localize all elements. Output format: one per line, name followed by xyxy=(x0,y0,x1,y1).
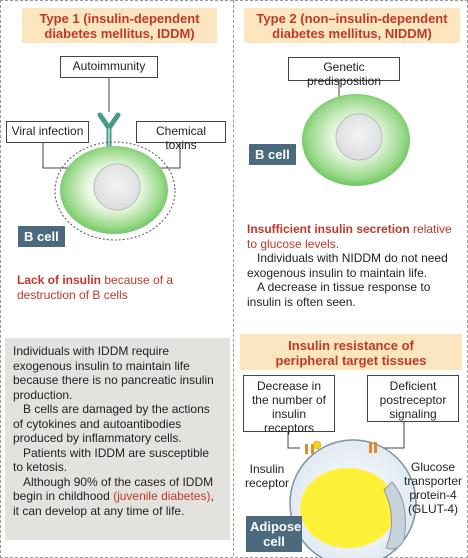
type1-title-line2: diabetes mellitus, IDDM) xyxy=(44,26,195,41)
type2-title-line2: diabetes mellitus, NIDDM) xyxy=(272,26,432,41)
type2-title-line1: Type 2 (non–insulin-dependent xyxy=(256,11,448,26)
type1-bcell-tag: B cell xyxy=(18,226,65,247)
insufficient-secretion-rest: relative to glucose levels. xyxy=(247,222,452,251)
type1-info-p4c: , it can develop at any time of life. xyxy=(13,489,214,518)
type1-info-p2: B cells are damaged by the actions of cy… xyxy=(13,402,210,445)
lipid-droplet xyxy=(300,468,396,548)
glut4-icon xyxy=(369,442,377,453)
type1-title: Type 1 (insulin-dependent diabetes melli… xyxy=(22,8,217,43)
type1-info-p4: Although 90% of the cases of IDDM begin … xyxy=(13,475,222,519)
lack-of-insulin-rest: because of a destruction of B cells xyxy=(17,273,174,302)
genetic-predisposition-label: Genetic predisposition xyxy=(288,57,400,88)
type1-bcell-outline xyxy=(54,141,176,241)
type1-info-p3: Patients with IDDM are susceptible to ke… xyxy=(13,445,210,475)
type2-nucleus xyxy=(335,113,383,161)
insulin-resistance-line1: Insulin resistance of xyxy=(288,338,414,353)
type2-title: Type 2 (non–insulin-dependent diabetes m… xyxy=(244,8,460,43)
glut4-label: Glucose transporter protein-4 (GLUT-4) xyxy=(403,460,463,516)
type2-bcell-tag: B cell xyxy=(249,144,296,165)
autoimmunity-label: Autoimmunity xyxy=(60,56,158,78)
insulin-resistance-line2: peripheral target tissues xyxy=(275,353,427,368)
insulin-resistance-title: Insulin resistance of peripheral target … xyxy=(240,334,462,370)
juvenile-diabetes-text: (juvenile diabetes) xyxy=(113,489,211,503)
adipose-cell-tag: Adipose cell xyxy=(246,516,302,552)
type1-nucleus xyxy=(93,163,141,211)
insulin-receptor-icon xyxy=(305,440,322,454)
deficient-signaling-label: Deficient postreceptor signaling xyxy=(367,375,459,422)
type1-info-box: Individuals with IDDM require exogenous … xyxy=(5,338,230,540)
type2-info-p2: A decrease in tissue response to insulin… xyxy=(247,280,431,309)
lack-of-insulin-emphasis: Lack of insulin xyxy=(17,273,102,287)
lack-of-insulin-text: Lack of insulin because of a destruction… xyxy=(17,273,222,302)
viral-infection-label: Viral infection xyxy=(6,121,89,143)
type1-info-p1: Individuals with IDDM require exogenous … xyxy=(13,344,214,402)
adipose-nucleus xyxy=(383,481,406,550)
type1-title-line1: Type 1 (insulin-dependent xyxy=(39,11,200,26)
insufficient-secretion-emphasis: Insufficient insulin secretion xyxy=(247,222,410,236)
column-divider xyxy=(233,0,234,556)
type1-info-p4a: Although 90% of the cases of IDDM begin … xyxy=(13,474,214,504)
type2-info-p1: Individuals with NIDDM do not need exoge… xyxy=(247,251,448,280)
type2-info-text: Insufficient insulin secretion relative … xyxy=(247,222,459,309)
decrease-receptors-label: Decrease in the number of insulin recept… xyxy=(243,375,335,435)
insulin-receptor-label: Insulin receptor xyxy=(244,462,290,490)
chemical-toxins-label: Chemical toxins xyxy=(136,121,226,152)
